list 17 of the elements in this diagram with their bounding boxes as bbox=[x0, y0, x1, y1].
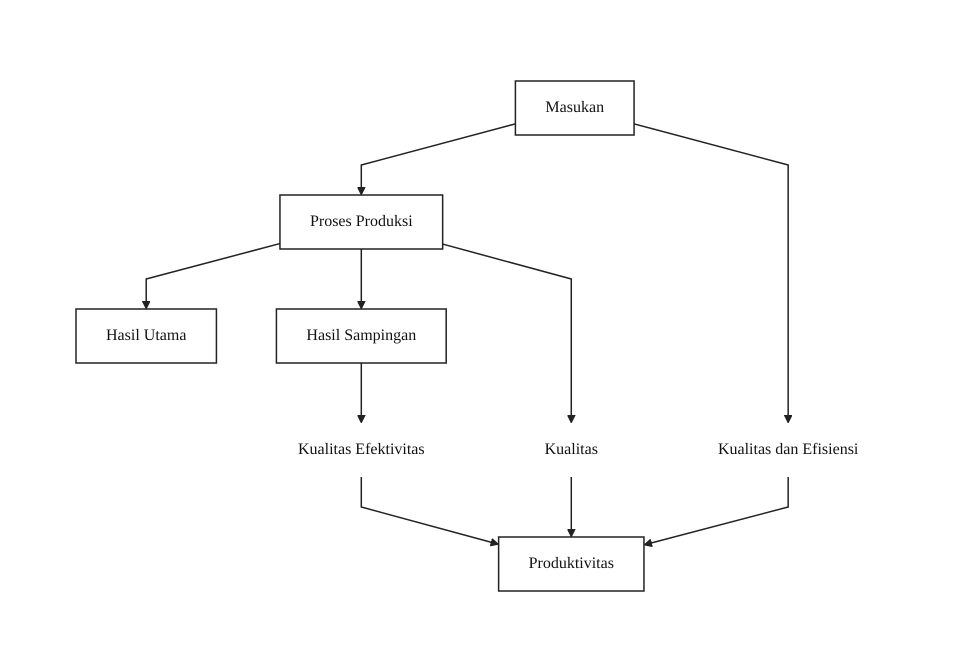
node-text: Kualitas Efektivitas bbox=[298, 441, 424, 458]
node-text: Kualitas bbox=[544, 441, 598, 458]
node-box: Hasil Sampingan bbox=[275, 308, 447, 364]
arrow bbox=[356, 363, 366, 424]
arrow bbox=[142, 242, 280, 310]
arrow bbox=[643, 477, 789, 548]
node-box: Produktivitas bbox=[498, 536, 645, 592]
node-box: Proses Produksi bbox=[279, 194, 444, 250]
arrow bbox=[566, 477, 576, 538]
node-box: Masukan bbox=[514, 80, 635, 136]
arrow bbox=[634, 123, 792, 424]
arrow bbox=[356, 249, 366, 310]
arrow bbox=[360, 477, 499, 546]
arrow bbox=[356, 123, 516, 196]
node-box: Hasil Utama bbox=[75, 308, 217, 364]
node-text: Kualitas dan Efisiensi bbox=[718, 441, 858, 458]
arrow bbox=[442, 243, 576, 424]
